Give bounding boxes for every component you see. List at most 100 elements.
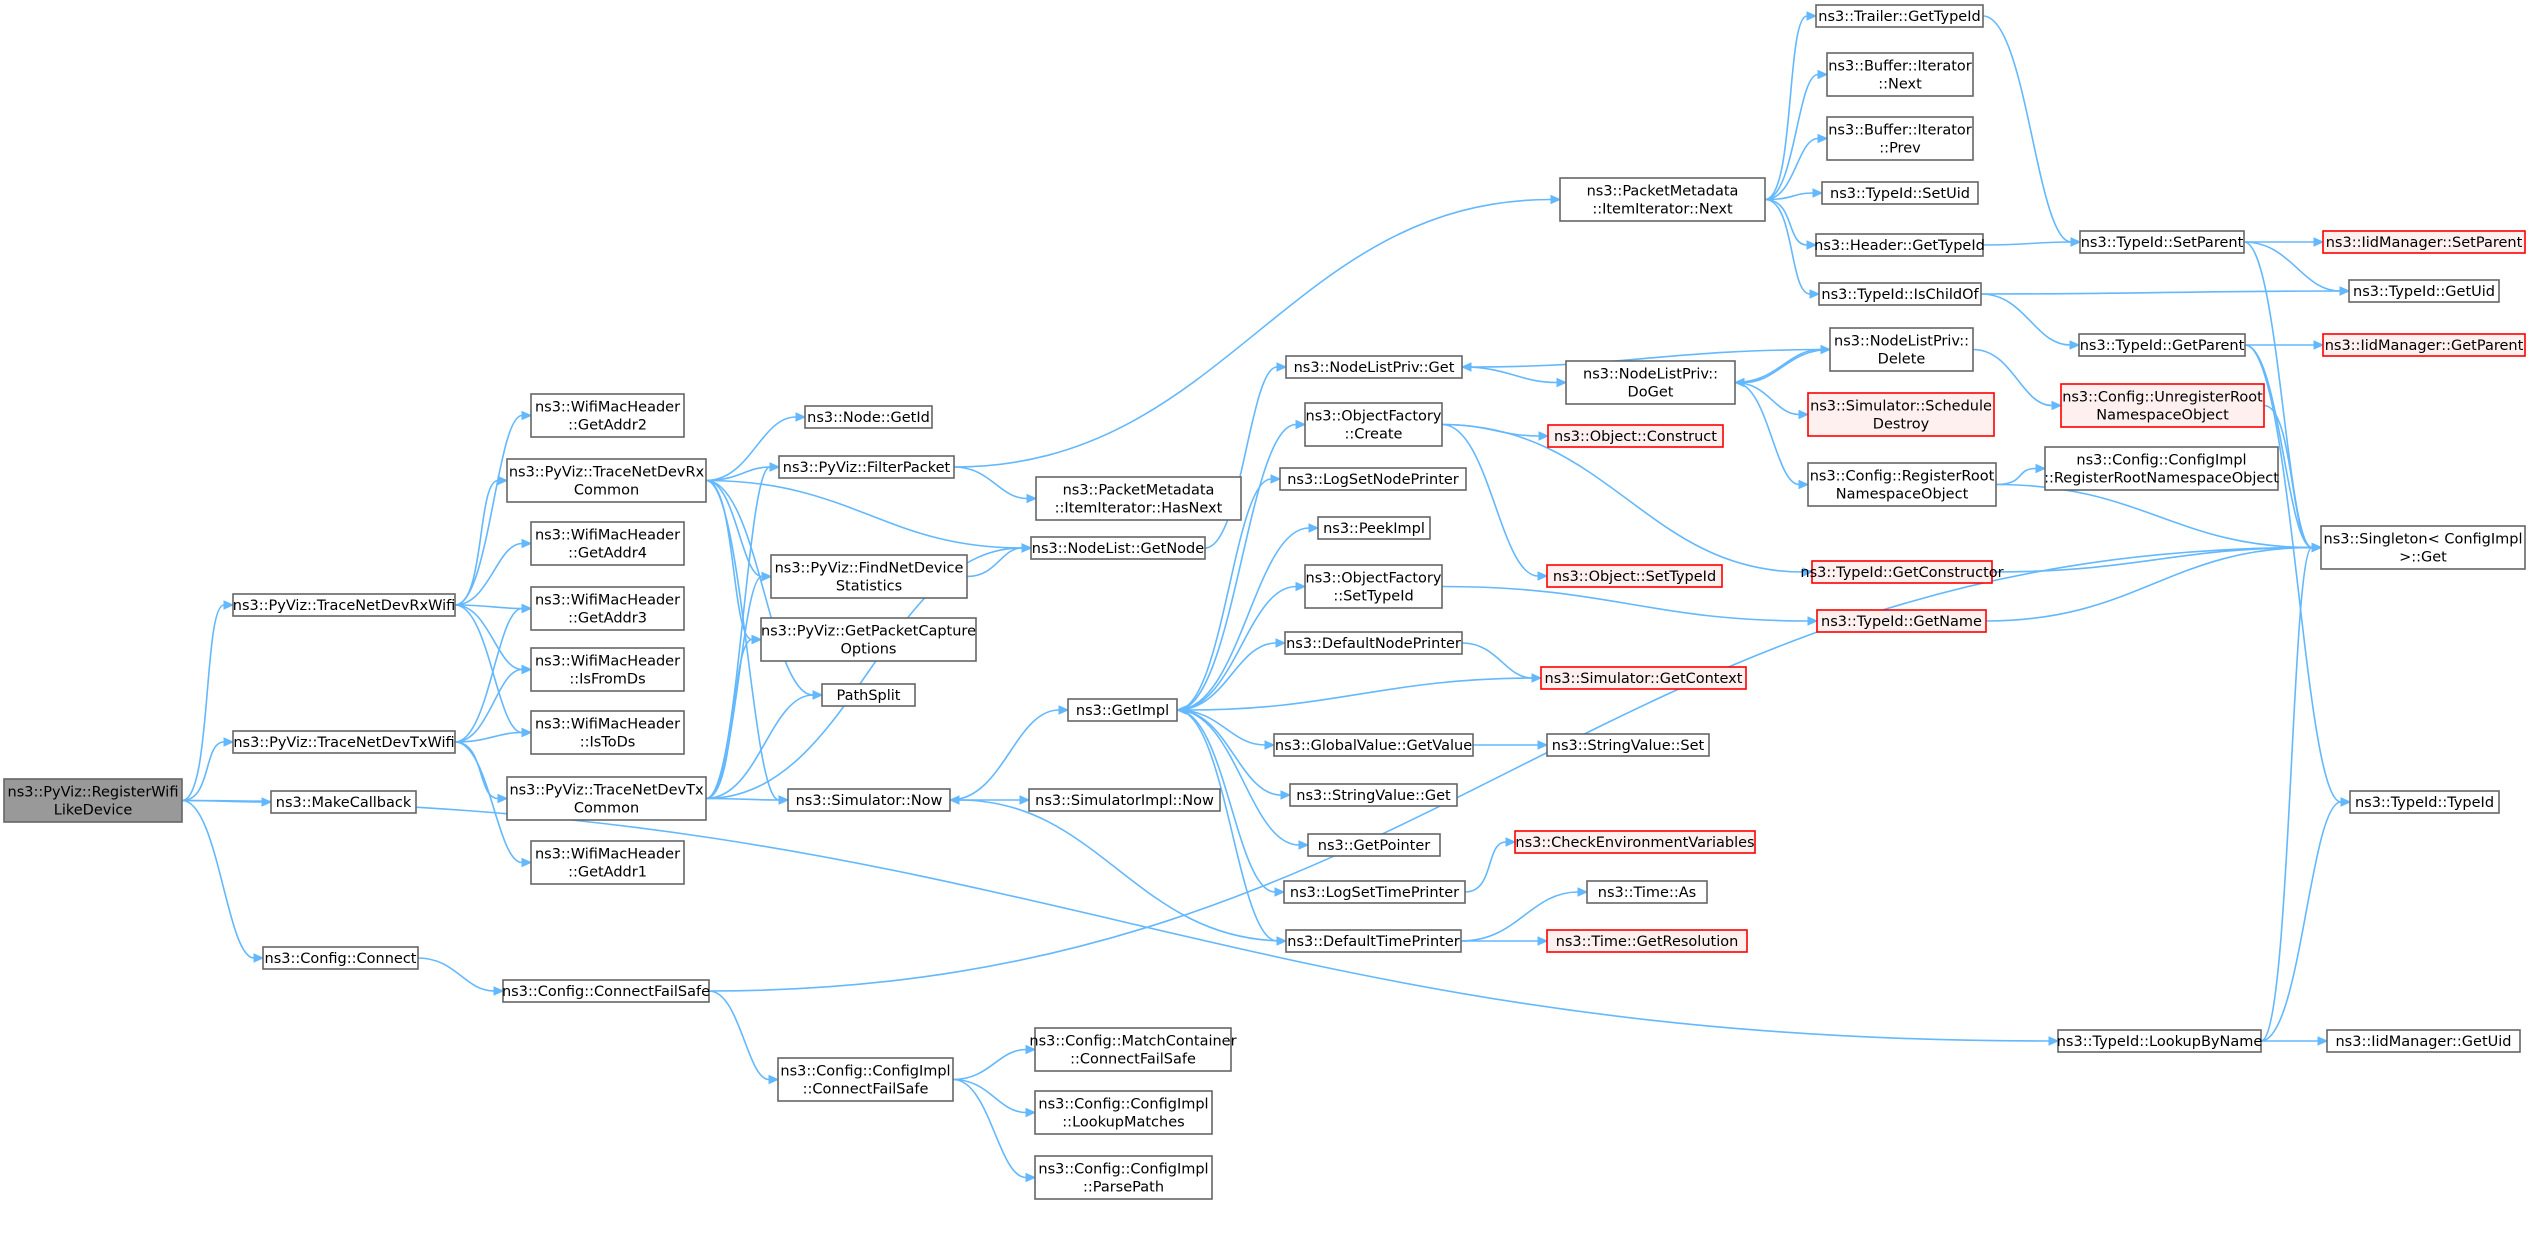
node-tidtypeid[interactable]: ns3::TypeId::TypeId <box>2349 790 2500 814</box>
node-getaddr1[interactable]: ns3::WifiMacHeader::GetAddr1 <box>530 840 685 885</box>
node-nlpget[interactable]: ns3::NodeListPriv::Get <box>1285 355 1463 379</box>
node-tidgetuid[interactable]: ns3::TypeId::GetUid <box>2348 279 2500 303</box>
node-label: ns3::IidManager::SetParent <box>2326 235 2523 251</box>
node-cfgconnect[interactable]: ns3::Config::Connect <box>262 946 419 970</box>
node-label: ns3::DefaultTimePrinter <box>1287 934 1459 950</box>
node-iidgetuid[interactable]: ns3::IidManager::GetUid <box>2326 1029 2521 1053</box>
node-bufprev[interactable]: ns3::Buffer::Iterator::Prev <box>1826 116 1974 161</box>
node-timegetres[interactable]: ns3::Time::GetResolution <box>1546 929 1748 953</box>
node-tidgetname[interactable]: ns3::TypeId::GetName <box>1816 609 1987 633</box>
edge-root-to-rxwifi <box>181 600 235 802</box>
node-label: ns3::Config::ConfigImpl <box>2076 453 2246 469</box>
node-rxwifi[interactable]: ns3::PyViz::TraceNetDevRxWifi <box>232 593 456 617</box>
node-label: ns3::WifiMacHeader <box>535 528 680 544</box>
node-label: ns3::IidManager::GetParent <box>2325 338 2524 354</box>
edge-tidlookup-to-singleton <box>2260 542 2323 1042</box>
node-label: ::ConnectFailSafe <box>803 1082 929 1098</box>
node-label: ns3::WifiMacHeader <box>535 654 680 670</box>
node-tidgetparent[interactable]: ns3::TypeId::GetParent <box>2078 333 2246 357</box>
node-svget[interactable]: ns3::StringValue::Get <box>1289 783 1458 807</box>
node-singleton[interactable]: ns3::Singleton< ConfigImpl>::Get <box>2320 525 2526 570</box>
node-connectfailsafe[interactable]: ns3::Config::ConnectFailSafe <box>502 979 710 1003</box>
node-cfgimplcfs[interactable]: ns3::Config::ConfigImpl::ConnectFailSafe <box>777 1057 954 1102</box>
node-matchcontainer[interactable]: ns3::Config::MatchContainer::ConnectFail… <box>1029 1027 1237 1072</box>
node-ofcreate[interactable]: ns3::ObjectFactory::Create <box>1304 402 1443 447</box>
node-label: LikeDevice <box>54 803 133 819</box>
edge-ofcreate-to-tidgetctor <box>1441 423 1814 577</box>
node-txwifi[interactable]: ns3::PyViz::TraceNetDevTxWifi <box>232 730 456 754</box>
node-nlpdelete[interactable]: ns3::NodeListPriv::Delete <box>1829 327 1974 372</box>
node-label: PathSplit <box>836 688 900 704</box>
node-label: ::ConnectFailSafe <box>1070 1052 1196 1068</box>
edge-pmnext-to-bufprev <box>1764 133 1829 201</box>
node-label: ns3::Node::GetId <box>807 410 930 426</box>
node-simgetcontext[interactable]: ns3::Simulator::GetContext <box>1540 666 1747 690</box>
node-deftimeprinter[interactable]: ns3::DefaultTimePrinter <box>1285 929 1462 953</box>
node-cfgregroot[interactable]: ns3::Config::RegisterRootNamespaceObject <box>1807 462 1997 507</box>
node-lookupmatches[interactable]: ns3::Config::ConfigImpl::LookupMatches <box>1034 1090 1213 1135</box>
node-simnow[interactable]: ns3::Simulator::Now <box>787 788 951 812</box>
node-filterpacket[interactable]: ns3::PyViz::FilterPacket <box>778 455 955 479</box>
node-objconstruct[interactable]: ns3::Object::Construct <box>1547 424 1724 448</box>
node-nodelistgetnode[interactable]: ns3::NodeList::GetNode <box>1030 536 1206 560</box>
node-objsettypeid[interactable]: ns3::Object::SetTypeId <box>1546 564 1723 588</box>
node-tidischildof[interactable]: ns3::TypeId::IsChildOf <box>1818 282 1982 306</box>
node-isfromds[interactable]: ns3::WifiMacHeader::IsFromDs <box>530 647 685 692</box>
node-tidgetctor[interactable]: ns3::TypeId::GetConstructor <box>1800 560 2004 584</box>
node-cfgimplreg[interactable]: ns3::Config::ConfigImpl::RegisterRootNam… <box>2044 446 2279 491</box>
node-label: ns3::MakeCallback <box>276 795 412 811</box>
node-timeas[interactable]: ns3::Time::As <box>1586 880 1708 904</box>
node-svset[interactable]: ns3::StringValue::Set <box>1546 733 1710 757</box>
node-iidsetparent[interactable]: ns3::IidManager::SetParent <box>2322 230 2526 254</box>
node-label: ns3::TypeId::GetConstructor <box>1800 565 2003 581</box>
node-nodegetid[interactable]: ns3::Node::GetId <box>804 405 933 429</box>
node-pmhasnext[interactable]: ns3::PacketMetadata::ItemIterator::HasNe… <box>1035 476 1242 521</box>
node-makecb[interactable]: ns3::MakeCallback <box>270 790 417 814</box>
node-label: ns3::Config::ConfigImpl <box>1038 1097 1208 1113</box>
node-label: ns3::Simulator::GetContext <box>1545 671 1743 687</box>
node-pathsplit[interactable]: PathSplit <box>821 683 916 707</box>
node-checkenv[interactable]: ns3::CheckEnvironmentVariables <box>1514 830 1756 854</box>
node-parsepath[interactable]: ns3::Config::ConfigImpl::ParsePath <box>1034 1155 1213 1200</box>
node-istods[interactable]: ns3::WifiMacHeader::IsToDs <box>530 710 685 755</box>
node-label: ns3::TypeId::SetParent <box>2081 235 2244 251</box>
node-trailergettypeid[interactable]: ns3::Trailer::GetTypeId <box>1815 4 1984 28</box>
node-peekimpl[interactable]: ns3::PeekImpl <box>1317 516 1431 540</box>
node-simimplnow[interactable]: ns3::SimulatorImpl::Now <box>1028 788 1221 812</box>
edge-rxwifi-to-getaddr4 <box>454 538 533 606</box>
edge-cfgimplcfs-to-parsepath <box>952 1078 1037 1183</box>
node-gvgetvalue[interactable]: ns3::GlobalValue::GetValue <box>1273 733 1474 757</box>
node-getaddr2[interactable]: ns3::WifiMacHeader::GetAddr2 <box>530 393 685 438</box>
node-label: Destroy <box>1873 417 1930 433</box>
node-tidsetuid[interactable]: ns3::TypeId::SetUid <box>1821 181 1979 205</box>
node-bufnext[interactable]: ns3::Buffer::Iterator::Next <box>1826 52 1974 97</box>
node-label: ns3::TypeId::SetUid <box>1830 186 1970 202</box>
node-getaddr4[interactable]: ns3::WifiMacHeader::GetAddr4 <box>530 521 685 566</box>
node-label: ns3::Trailer::GetTypeId <box>1818 9 1980 25</box>
node-logsetnodeprinter[interactable]: ns3::LogSetNodePrinter <box>1279 467 1467 491</box>
node-label: ns3::PyViz::GetPacketCapture <box>761 624 976 640</box>
node-tidsetparent[interactable]: ns3::TypeId::SetParent <box>2079 230 2245 254</box>
node-getaddr3[interactable]: ns3::WifiMacHeader::GetAddr3 <box>530 586 685 631</box>
node-tidlookup[interactable]: ns3::TypeId::LookupByName <box>2057 1029 2263 1053</box>
edge-pmnext-to-bufnext <box>1764 69 1829 201</box>
node-label: ns3::Time::As <box>1598 885 1696 901</box>
node-cfgunreg[interactable]: ns3::Config::UnregisterRootNamespaceObje… <box>2060 383 2265 428</box>
node-ofsettypeid[interactable]: ns3::ObjectFactory::SetTypeId <box>1304 564 1443 609</box>
node-nlpdoget[interactable]: ns3::NodeListPriv::DoGet <box>1565 360 1736 405</box>
node-defnodeprinter[interactable]: ns3::DefaultNodePrinter <box>1284 631 1463 655</box>
node-headergettypeid[interactable]: ns3::Header::GetTypeId <box>1814 233 1985 257</box>
node-getpointer[interactable]: ns3::GetPointer <box>1307 833 1441 857</box>
node-getimpl[interactable]: ns3::GetImpl <box>1067 698 1178 722</box>
node-pmnext[interactable]: ns3::PacketMetadata::ItemIterator::Next <box>1559 177 1766 222</box>
node-label: ::Prev <box>1879 141 1921 157</box>
node-iidgetparent[interactable]: ns3::IidManager::GetParent <box>2322 333 2526 357</box>
node-logsettimeprinter[interactable]: ns3::LogSetTimePrinter <box>1283 880 1466 904</box>
edge-cfgregroot-to-cfgimplreg <box>1995 463 2047 486</box>
